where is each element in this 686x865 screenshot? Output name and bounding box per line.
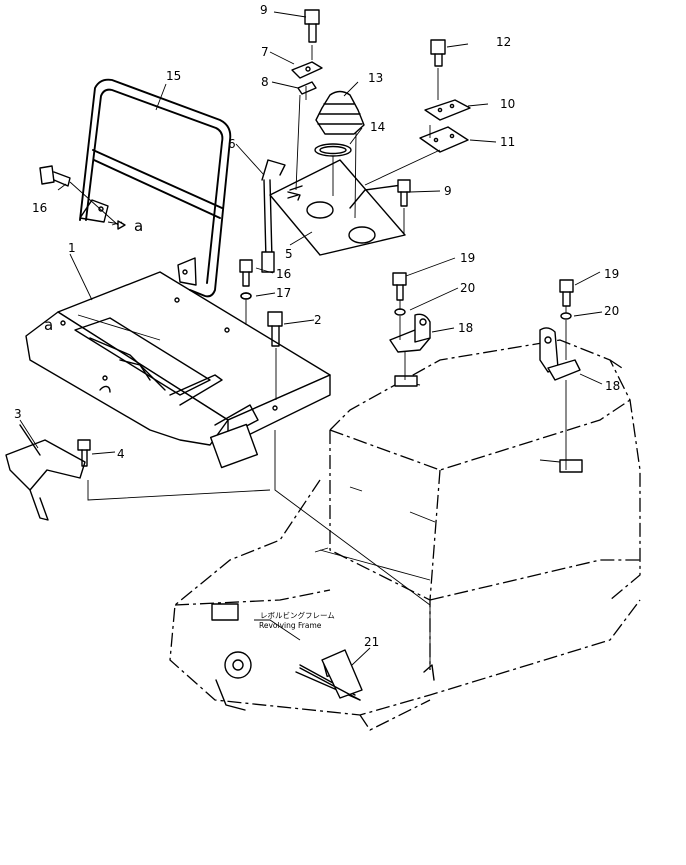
callout-8: 8: [261, 75, 269, 89]
revolving-frame: レボルビングフレーム Revolving Frame: [87, 339, 641, 731]
part-4-bolt: [77, 439, 91, 467]
callout-19a: 19: [460, 251, 475, 265]
part-18-bracket-left: [389, 313, 431, 353]
part-8-plate: [297, 81, 317, 95]
part-6-lock-rod: [261, 159, 286, 273]
part-17-washer: [240, 292, 252, 300]
callout-16b: 16: [276, 267, 291, 281]
callout-labels: 9 7 8 13 14 12 10 11 6 9 5 15 16 a 1 16 …: [14, 3, 620, 649]
callout-18a: 18: [458, 321, 473, 335]
callout-18b: 18: [605, 379, 620, 393]
callout-20a: 20: [460, 281, 475, 295]
part-3-cover-plate: [5, 424, 86, 521]
view-marker-a1: a: [134, 217, 143, 235]
part-5-lever-plate: [269, 159, 406, 256]
frame-note-jp: レボルビングフレーム: [260, 610, 335, 620]
part-20-washer-right: [560, 312, 572, 320]
part-10-plate: [424, 99, 471, 121]
callout-6: 6: [228, 137, 236, 151]
callout-17: 17: [276, 286, 291, 300]
part-18-bracket-right: [539, 327, 581, 381]
part-12-bolt: [430, 39, 446, 67]
part-16-bolt-left: [39, 165, 71, 187]
callout-7: 7: [261, 45, 269, 59]
callout-9a: 9: [260, 3, 268, 17]
callout-14: 14: [370, 120, 385, 134]
callout-9b: 9: [444, 184, 452, 198]
callout-11: 11: [500, 135, 515, 149]
part-1-floor-plate: [25, 271, 331, 469]
part-21-cover: [299, 649, 363, 701]
frame-note-en: Revolving Frame: [259, 621, 322, 630]
callout-19b: 19: [604, 267, 619, 281]
callout-4: 4: [117, 447, 125, 461]
part-13-boot: [315, 90, 365, 135]
callout-15: 15: [166, 69, 181, 83]
part-2-bolt: [267, 311, 283, 347]
callout-12: 12: [496, 35, 511, 49]
callout-16a: 16: [32, 201, 47, 215]
part-15-handrail: [79, 78, 232, 298]
part-11-plate: [419, 126, 469, 153]
part-19-bolt-right: [559, 279, 574, 307]
callout-21: 21: [364, 635, 379, 649]
view-marker-a2: a: [44, 316, 53, 334]
part-7-plate: [291, 61, 323, 79]
part-9-bolt-top: [304, 9, 320, 43]
callout-2: 2: [314, 313, 322, 327]
callout-1: 1: [68, 241, 76, 255]
callout-20b: 20: [604, 304, 619, 318]
part-19-bolt-left: [392, 272, 407, 301]
callout-5: 5: [285, 247, 293, 261]
leader-lines: [69, 45, 567, 670]
callout-13: 13: [368, 71, 383, 85]
part-9-bolt-right: [397, 179, 411, 207]
view-arrow-head: [117, 220, 126, 230]
part-14-ring: [314, 143, 352, 157]
callout-10: 10: [500, 97, 515, 111]
callout-3: 3: [14, 407, 22, 421]
